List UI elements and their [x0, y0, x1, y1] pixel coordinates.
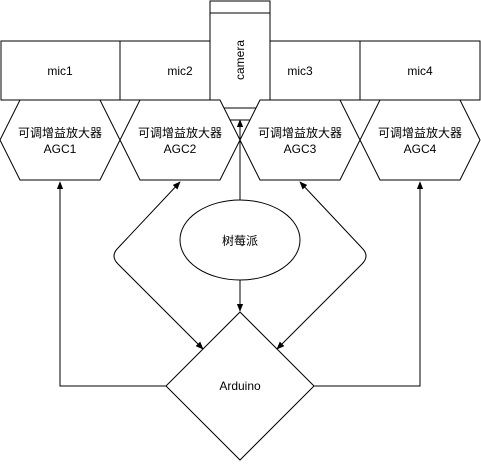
mic3-label: mic3	[287, 64, 313, 78]
arduino-label: Arduino	[219, 379, 261, 393]
arrow-arduino-agc3	[276, 181, 367, 350]
connectors	[56, 119, 424, 387]
agc1-label: AGC1	[44, 142, 77, 156]
arrow-arduino-to-agc4	[314, 181, 424, 387]
mic4-label: mic4	[407, 64, 433, 78]
mic2-label: mic2	[167, 64, 193, 78]
mic-row	[0, 40, 481, 101]
agc4-hexagon	[359, 99, 481, 181]
mic1-label: mic1	[47, 64, 73, 78]
agc4-title: 可调增益放大器	[378, 125, 462, 140]
agc1-title: 可调增益放大器	[18, 125, 102, 140]
agc3-label: AGC3	[284, 142, 317, 156]
raspberry-pi-label: 树莓派	[222, 233, 258, 248]
agc2-label: AGC2	[164, 142, 197, 156]
arrow-arduino-to-agc1	[56, 181, 166, 387]
agc2-title: 可调增益放大器	[138, 125, 222, 140]
agc3-hexagon	[239, 99, 361, 181]
mic4-box	[359, 40, 481, 101]
agc1-hexagon	[0, 99, 121, 181]
agc4-label: AGC4	[404, 142, 437, 156]
camera-label: camera	[233, 40, 247, 80]
agc2-hexagon	[119, 99, 241, 181]
agc3-title: 可调增益放大器	[258, 125, 342, 140]
mic1-box	[0, 40, 121, 101]
arrow-arduino-agc2	[113, 181, 204, 350]
agc-row	[0, 99, 481, 181]
